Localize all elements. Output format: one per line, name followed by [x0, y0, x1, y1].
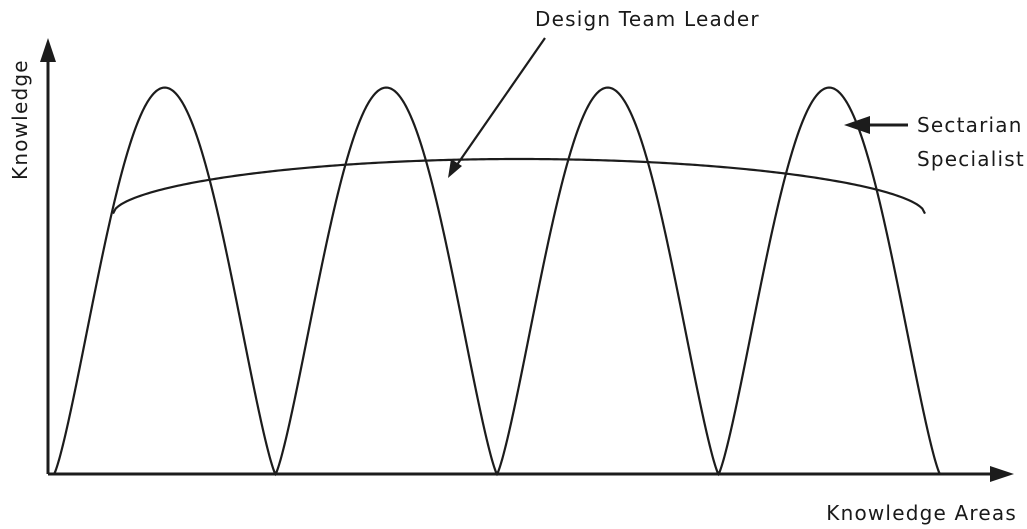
sectarian-specialist-label-line1: Sectarian	[917, 113, 1023, 137]
design-team-leader-pointer-arrow	[451, 37, 546, 173]
y-axis-label: Knowledge	[8, 59, 32, 180]
design-team-leader-curve	[112, 157, 926, 215]
x-axis-label: Knowledge Areas	[826, 501, 1017, 525]
x-axis-arrowhead	[990, 466, 1014, 482]
sectarian-specialist-label-line2: Specialist	[917, 147, 1025, 171]
design-team-leader-pointer-arrowhead	[448, 159, 462, 178]
sectarian-specialist-pointer-arrowhead	[844, 116, 870, 134]
y-axis-arrowhead	[40, 38, 56, 62]
design-team-leader-label: Design Team Leader	[535, 7, 760, 31]
sectarian-specialist-curve	[53, 86, 941, 477]
